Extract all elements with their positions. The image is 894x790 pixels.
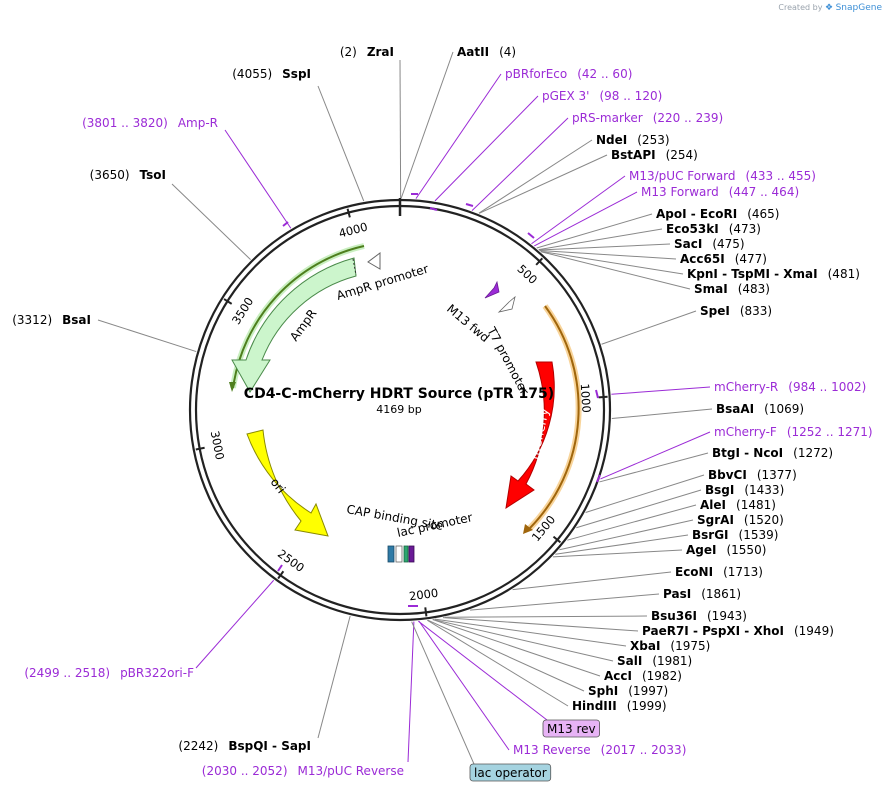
label-mcherry-r[interactable]: mCherry-R(984 .. 1002) (714, 380, 866, 394)
label-mcherry-f[interactable]: mCherry-F(1252 .. 1271) (714, 425, 873, 439)
leader-lines (97, 51, 713, 765)
label-sali[interactable]: SalI(1981) (617, 654, 692, 668)
label-amp-r[interactable]: (3801 .. 3820)Amp-R (82, 116, 218, 130)
label-sspi[interactable]: (4055)SspI (232, 67, 311, 81)
credit-brand: SnapGene (835, 3, 882, 13)
tick-label: 3000 (208, 430, 227, 461)
tick-mark (277, 570, 285, 580)
label-aatii[interactable]: AatII(4) (457, 45, 516, 59)
tick-mark (223, 298, 233, 305)
label-bsrgi[interactable]: BsrGI(1539) (692, 528, 778, 542)
label-spei[interactable]: SpeI(833) (700, 304, 772, 318)
label-pbr322ori-f[interactable]: (2499 .. 2518)pBR322ori-F (24, 666, 194, 680)
snapgene-logo-icon: ❖ (824, 3, 834, 13)
label-sphi[interactable]: SphI(1997) (588, 684, 668, 698)
lac-operator-box[interactable] (403, 545, 409, 563)
mcherry-arrow[interactable] (505, 361, 555, 510)
t7-promoter-arrow[interactable] (497, 295, 516, 313)
label-pbrforeco[interactable]: pBRforEco(42 .. 60) (505, 67, 632, 81)
label-saci[interactable]: SacI(475) (674, 237, 745, 251)
plasmid-backbone (188, 198, 612, 622)
label-pasi[interactable]: PasI(1861) (663, 587, 741, 601)
map-center: CD4-C-mCherry HDRT Source (pTR 175) 4169… (244, 386, 554, 416)
label-kpni-tspmi-xmai[interactable]: KpnI - TspMI - XmaI(481) (687, 267, 860, 281)
label-bspqi-sapi[interactable]: (2242)BspQI - SapI (178, 739, 311, 753)
label-eco53ki[interactable]: Eco53kI(473) (666, 222, 761, 236)
ampr-promoter-arrow[interactable] (367, 252, 381, 270)
tick-mark (346, 208, 351, 218)
label-econi[interactable]: EcoNI(1713) (675, 565, 763, 579)
label-zrai[interactable]: (2)ZraI (340, 45, 394, 59)
tick-label: 2500 (275, 546, 307, 575)
label-acc65i[interactable]: Acc65I(477) (680, 252, 767, 266)
tick-mark (598, 395, 608, 399)
tick-label: 1000 (578, 383, 594, 413)
label-mcherry: mCherry (527, 407, 551, 461)
boxed-label-m13-rev-bg (542, 719, 600, 738)
primer-marks (277, 193, 601, 607)
label-ndei[interactable]: NdeI(253) (596, 133, 670, 147)
label-m13-fwd: M13 fwd (444, 302, 492, 345)
m13-fwd-arrow[interactable] (484, 280, 500, 299)
map-length: 4169 bp (376, 403, 421, 416)
label-bstapi[interactable]: BstAPI(254) (611, 148, 698, 162)
cap-binding-site-box[interactable] (387, 545, 395, 563)
tick-label: 4000 (337, 220, 369, 241)
tick-mark (195, 446, 205, 451)
label-bsaai[interactable]: BsaAI(1069) (716, 402, 804, 416)
label-m13-reverse[interactable]: M13 Reverse(2017 .. 2033) (513, 743, 686, 757)
label-btgi-ncoi[interactable]: BtgI - NcoI(1272) (712, 446, 833, 460)
label-m13-puc-forward[interactable]: M13/pUC Forward(433 .. 455) (629, 169, 816, 183)
label-pgex-3-[interactable]: pGEX 3'(98 .. 120) (542, 89, 662, 103)
tick-mark (424, 607, 428, 617)
label-sgrai[interactable]: SgrAI(1520) (697, 513, 784, 527)
label-m13-forward[interactable]: M13 Forward(447 .. 464) (641, 185, 799, 199)
label-bsu36i[interactable]: Bsu36I(1943) (651, 609, 747, 623)
boxed-label-lac-operator[interactable]: lac operator (474, 766, 547, 780)
label-alei[interactable]: AleI(1481) (700, 498, 776, 512)
outer-labels: AatII(4) pBRforEco(42 .. 60) pGEX 3'(98 ..… (12, 45, 873, 782)
label-tsoi[interactable]: (3650)TsoI (90, 168, 166, 182)
ampr-arrow[interactable] (231, 257, 357, 393)
label-bsgi[interactable]: BsgI(1433) (705, 483, 784, 497)
tick-label: 3500 (229, 295, 256, 327)
label-bsai[interactable]: (3312)BsaI (12, 313, 91, 327)
tick-mark (535, 257, 544, 266)
tick-label: 500 (514, 262, 540, 287)
feature-arcs (229, 193, 601, 607)
label-prs-marker[interactable]: pRS-marker(220 .. 239) (572, 111, 723, 125)
tick-label: 2000 (408, 586, 439, 604)
m13-rev-box[interactable] (408, 545, 415, 563)
label-agei[interactable]: AgeI(1550) (686, 543, 766, 557)
map-title: CD4-C-mCherry HDRT Source (pTR 175) (244, 386, 554, 402)
snapgene-credit: Created by ❖ SnapGene (778, 3, 882, 13)
lac-promoter-box[interactable] (395, 545, 403, 563)
label-paer7i-pspxi-xhoi[interactable]: PaeR7I - PspXI - XhoI(1949) (642, 624, 834, 638)
label-m13-puc-reverse[interactable]: (2030 .. 2052)M13/pUC Reverse (202, 764, 404, 778)
tick-mark (552, 535, 562, 544)
label-apoi-ecori[interactable]: ApoI - EcoRI(465) (656, 207, 779, 221)
label-acci[interactable]: AccI(1982) (604, 669, 682, 683)
ori-arrow[interactable] (246, 429, 329, 537)
label-xbai[interactable]: XbaI(1975) (630, 639, 710, 653)
boxed-label-m13-rev[interactable]: M13 rev (547, 722, 596, 736)
label-smai[interactable]: SmaI(483) (694, 282, 770, 296)
boxed-label-lac-operator-bg (469, 763, 552, 782)
label-bbvci[interactable]: BbvCI(1377) (708, 468, 797, 482)
label-hindiii[interactable]: HindIII(1999) (572, 699, 667, 713)
credit-text: Created by (778, 3, 823, 12)
